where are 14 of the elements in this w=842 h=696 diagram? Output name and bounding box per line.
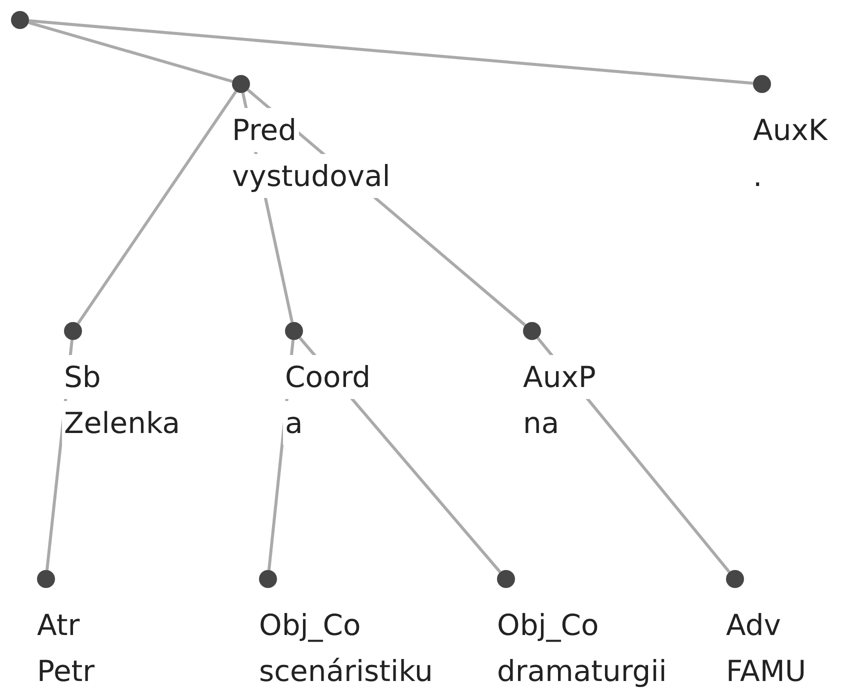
function-label: AuxP bbox=[521, 355, 598, 399]
tree-edge bbox=[28, 19, 754, 85]
node-dot bbox=[285, 322, 303, 340]
node-dot bbox=[753, 75, 771, 93]
node-dot bbox=[259, 570, 277, 588]
node-dot bbox=[726, 570, 744, 588]
node-dot bbox=[523, 322, 541, 340]
node-dot bbox=[497, 570, 515, 588]
node-dot bbox=[64, 322, 82, 340]
node-dot bbox=[232, 75, 250, 93]
tree-edge bbox=[28, 21, 233, 83]
node-dot bbox=[11, 11, 29, 29]
node-dot bbox=[37, 570, 55, 588]
tree-edge bbox=[76, 90, 238, 324]
